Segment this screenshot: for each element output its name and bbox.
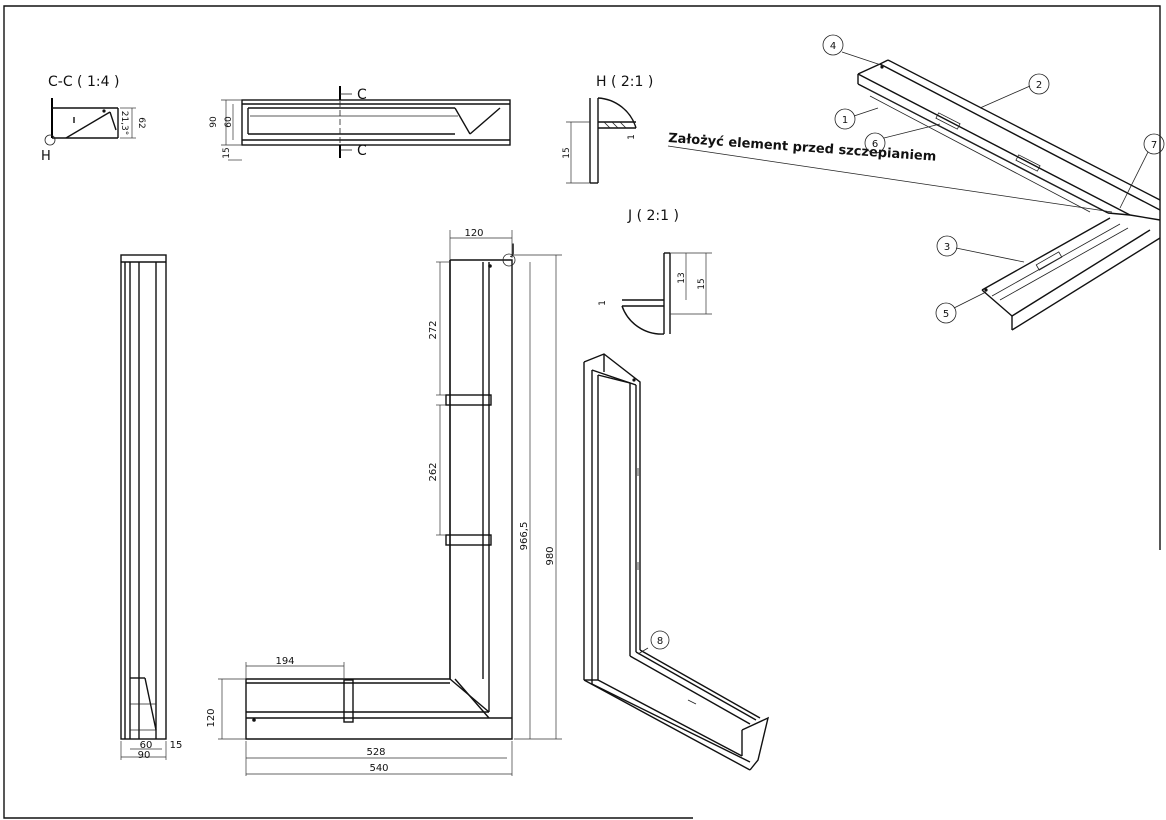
section-cc-title: C-C ( 1:4 ) bbox=[48, 74, 119, 90]
balloon-7-label: 7 bbox=[1151, 140, 1157, 151]
dim-cc-62: 62 bbox=[136, 117, 146, 128]
detail-j-title: J ( 2:1 ) bbox=[627, 208, 679, 224]
detail-j-view: J ( 2:1 ) 13 15 1 bbox=[598, 208, 712, 335]
balloon-3-label: 3 bbox=[944, 242, 950, 253]
section-cc-view: C-C ( 1:4 ) H 62 21,3° bbox=[41, 74, 146, 164]
dim-top-60: 60 bbox=[224, 116, 234, 128]
balloon-4-label: 4 bbox=[830, 41, 836, 52]
balloon-1 bbox=[834, 108, 856, 130]
dim-top-15: 15 bbox=[222, 147, 232, 158]
cut-label-top: C bbox=[357, 87, 367, 103]
assembly-note: Założyć element przed szczepianiem bbox=[668, 131, 937, 165]
detail-h-title: H ( 2:1 ) bbox=[596, 74, 653, 90]
detail-h-marker bbox=[44, 134, 56, 146]
dim-front-120-left: 120 bbox=[206, 708, 217, 727]
assembly-view: Założyć element przed szczepianiem 4 2 1… bbox=[668, 34, 1165, 331]
dim-top-90: 90 bbox=[209, 116, 219, 128]
balloon-2-label: 2 bbox=[1036, 80, 1042, 91]
top-view: C C 90 60 15 bbox=[209, 86, 511, 161]
dim-528: 528 bbox=[366, 747, 385, 758]
dim-h-15: 15 bbox=[562, 147, 572, 158]
cut-label-bottom: C bbox=[357, 143, 367, 159]
dim-262: 262 bbox=[428, 462, 439, 481]
dim-j-15: 15 bbox=[697, 278, 707, 289]
front-view: J 120 272 262 966,5 980 194 120 528 540 bbox=[206, 228, 562, 776]
dim-side-60: 60 bbox=[140, 740, 153, 751]
balloon-6 bbox=[864, 132, 886, 154]
dim-272: 272 bbox=[428, 320, 439, 339]
dim-966-5: 966,5 bbox=[519, 522, 530, 551]
balloon-5 bbox=[935, 302, 957, 324]
balloon-7 bbox=[1143, 133, 1165, 155]
sheet-border bbox=[3, 5, 1161, 819]
dim-j-13: 13 bbox=[677, 272, 687, 283]
balloon-8 bbox=[650, 630, 670, 650]
dim-side-90: 90 bbox=[138, 750, 151, 761]
balloon-8-label: 8 bbox=[657, 636, 663, 647]
detail-j-ref: J bbox=[510, 242, 515, 258]
dim-h-1: 1 bbox=[627, 134, 637, 140]
side-view: 60 90 15 bbox=[120, 254, 183, 761]
detail-h-view: H ( 2:1 ) 15 1 bbox=[562, 74, 653, 184]
balloon-4 bbox=[822, 34, 844, 56]
dim-194: 194 bbox=[275, 656, 294, 667]
dim-540: 540 bbox=[369, 763, 388, 774]
isometric-view: 8 bbox=[583, 353, 770, 771]
balloon-5-label: 5 bbox=[943, 309, 949, 320]
balloon-3 bbox=[936, 235, 958, 257]
balloon-2 bbox=[1028, 73, 1050, 95]
dim-980: 980 bbox=[545, 546, 556, 565]
angle-cc: 21,3° bbox=[119, 111, 129, 136]
dim-front-120-top: 120 bbox=[464, 228, 483, 239]
balloon-1-label: 1 bbox=[842, 115, 848, 126]
detail-h-ref: H bbox=[41, 149, 51, 164]
dim-j-1: 1 bbox=[598, 300, 608, 306]
balloon-6-label: 6 bbox=[872, 139, 878, 150]
dim-side-15: 15 bbox=[170, 740, 183, 751]
